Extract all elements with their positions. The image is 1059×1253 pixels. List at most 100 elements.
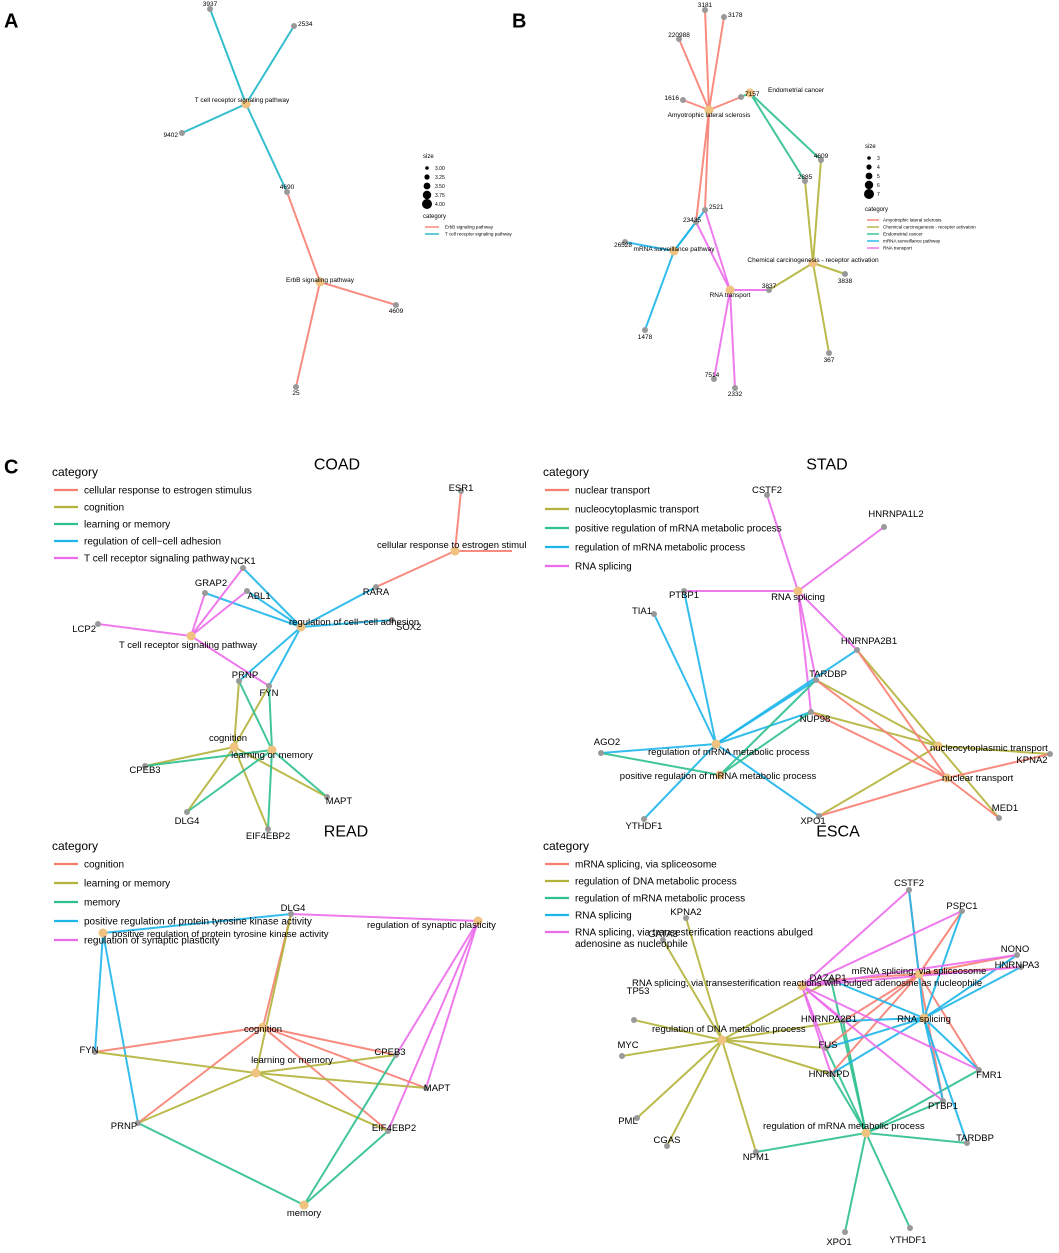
gene-node-2885 <box>802 178 808 184</box>
category-node-als <box>704 105 714 115</box>
node-group: Amyotrophic lateral sclerosisEndometrial… <box>614 2 879 398</box>
edge-tcr-GRAP2 <box>190 592 206 637</box>
edge-rdmp-KPNA2 <box>685 917 723 1041</box>
edge-nt-NUP98 <box>810 711 948 779</box>
edge-cog-FYN <box>233 685 270 748</box>
node-label-TARDBP: TARDBP <box>956 1133 994 1144</box>
edge-nt-XPO1 <box>818 777 948 817</box>
node-label-PML: PML <box>618 1116 638 1127</box>
size-legend-dot <box>864 189 874 199</box>
category-node-prptka <box>98 928 108 938</box>
size-legend-dot <box>864 180 874 190</box>
panel-title: READ <box>324 823 368 840</box>
node-label-endo: Endometrial cancer <box>768 87 825 94</box>
size-legend-dot <box>422 190 432 200</box>
category-node-nct <box>933 741 943 751</box>
gene-node-DLG4 <box>288 911 294 917</box>
gene-node-EIF4EBP2 <box>265 826 271 832</box>
edge-rmmp-FUS <box>825 1047 867 1134</box>
panel-read: READ positive regulation of protein tyros… <box>52 823 496 1219</box>
edge-rmmp-PTBP1 <box>683 590 717 745</box>
node-label-erbb: ErbB signaling pathway <box>286 277 355 284</box>
gene-node-NONO <box>1014 952 1020 958</box>
node-label-TARDBP: TARDBP <box>809 669 847 680</box>
category-legend-label: learning or memory <box>84 520 170 531</box>
gene-node-GRAP2 <box>202 590 208 596</box>
node-label-367: 367 <box>824 357 835 364</box>
edge-tcr-ABL1 <box>190 590 248 637</box>
edge-rmmp-NPM1 <box>755 1132 867 1153</box>
gene-node-1616 <box>680 97 686 103</box>
edge-rmmp-PTBP1 <box>865 1100 944 1134</box>
category-legend-label: Amyotrophic lateral sclerosis <box>883 218 942 223</box>
edge-rmmp-TIA1 <box>653 613 717 745</box>
gene-node-MED1 <box>996 815 1002 821</box>
node-label-cog: cognition <box>209 733 247 744</box>
node-label-FYN: FYN <box>260 688 279 699</box>
category-legend-label: cellular response to estrogen stimulus <box>84 486 252 497</box>
edge-tcr-FYN <box>190 635 270 687</box>
edge-mrna-1478 <box>644 250 675 331</box>
category-legend-title: category <box>543 839 589 853</box>
edge-nt-HNRNPA2B1 <box>856 649 948 779</box>
edge-rs-TARDBP <box>797 590 817 681</box>
node-label-ESR1: ESR1 <box>449 483 474 494</box>
category-legend-label: T cell receptor signaling pathway <box>84 554 229 565</box>
category-legend-label: RNA splicing <box>575 911 632 922</box>
category-legend-title: category <box>52 839 98 853</box>
category-legend-title: category <box>423 214 446 220</box>
size-legend-value: 4 <box>877 165 880 171</box>
node-label-MYC: MYC <box>617 1040 638 1051</box>
node-label-1616: 1616 <box>665 95 680 102</box>
node-label-FYN: FYN <box>80 1045 99 1056</box>
gene-node-2521 <box>702 207 708 213</box>
category-node-endo <box>745 88 755 98</box>
gene-node-EIF4EBP2 <box>385 1128 391 1134</box>
node-label-23435: 23435 <box>683 217 701 224</box>
gene-node-GATA3 <box>660 937 666 943</box>
gene-node-MAPT <box>324 794 330 800</box>
category-legend-title: category <box>543 465 589 479</box>
node-group: positive regulation of protein tyrosine … <box>80 903 497 1219</box>
size-legend-value: 7 <box>877 192 880 198</box>
edge-als-2521 <box>704 109 710 211</box>
category-node-mss <box>914 969 924 979</box>
edge-rsp-MAPT <box>425 920 479 1089</box>
category-node-chem <box>808 258 818 268</box>
edge-rs-CSTF2 <box>908 889 925 1019</box>
node-label-ABL1: ABL1 <box>247 591 270 602</box>
node-label-4609: 4609 <box>814 153 829 160</box>
edge-nt-MED1 <box>946 777 1000 819</box>
node-label-tcr: T cell receptor signaling pathway <box>195 97 290 104</box>
size-legend-value: 4.00 <box>435 202 445 208</box>
edge-cog-CPEB3 <box>262 1026 397 1056</box>
node-label-HNRNPA2B1: HNRNPA2B1 <box>801 1014 857 1025</box>
edge-nct-TARDBP <box>815 679 939 747</box>
node-label-EIF4EBP2: EIF4EBP2 <box>372 1123 416 1134</box>
category-node-rsp <box>473 916 483 926</box>
gene-node-TIA1 <box>651 611 657 617</box>
edge-cog-PRNP <box>233 680 240 748</box>
edge-mss-FMR1 <box>918 973 980 1071</box>
edge-mrna-26528 <box>624 241 675 252</box>
node-label-rdmp: regulation of DNA metabolic process <box>652 1024 806 1035</box>
edge-rs-HNRNPA2B1 <box>842 1017 925 1022</box>
category-legend-label: nucleocytoplasmic transport <box>575 505 699 516</box>
node-label-RARA: RARA <box>363 587 390 598</box>
edge-rs-HNRNPA3 <box>923 966 1022 1019</box>
edge-group <box>97 490 512 830</box>
node-group: cellular response to estrogen stimulregu… <box>72 483 526 842</box>
edge-cres-ESR1 <box>454 490 462 552</box>
edge-rsp-EIF4EBP2 <box>387 920 479 1132</box>
edge-rsp-DLG4 <box>290 913 479 922</box>
size-legend-title: size <box>865 144 876 150</box>
category-node-rmmp <box>861 1128 871 1138</box>
category-legend-label: regulation of cell−cell adhesion <box>84 537 221 548</box>
edge-mss-HNRNPD <box>830 973 920 1075</box>
node-label-PRNP: PRNP <box>232 670 258 681</box>
edge-rsvt-CSTF2 <box>801 889 910 987</box>
node-label-GRAP2: GRAP2 <box>195 578 227 589</box>
panel-letter: B <box>512 11 526 33</box>
edge-nct-XPO1 <box>818 745 939 817</box>
